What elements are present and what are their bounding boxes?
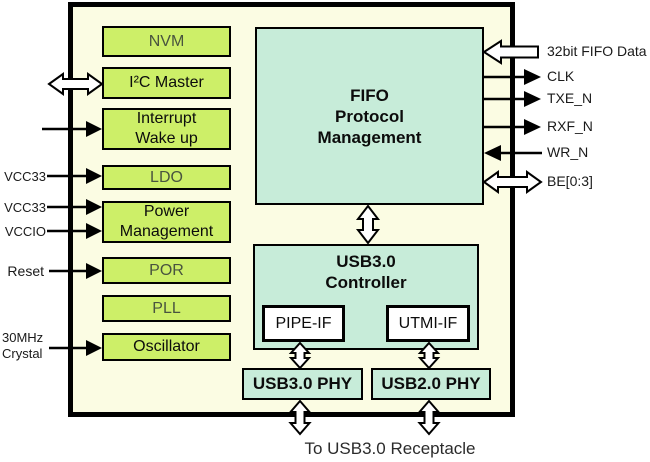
usb2phy-receptacle-arrow-icon [417, 399, 441, 436]
block-i2c-master: I²C Master [102, 67, 231, 99]
pin-label-crystal: 30MHz Crystal [2, 330, 44, 361]
txe-output-arrow-icon [484, 91, 541, 107]
block-pll: PLL [102, 295, 231, 322]
i2c-bidirectional-arrow-icon [47, 72, 104, 96]
pin-label-be: BE[0:3] [547, 173, 593, 189]
block-interrupt-wakeup: Interrupt Wake up [102, 108, 231, 150]
pin-label-rxf-n: RXF_N [547, 118, 593, 134]
clk-output-arrow-icon [484, 69, 541, 85]
block-por: POR [102, 257, 231, 284]
block-usb3-phy: USB3.0 PHY [242, 368, 363, 400]
reset-arrow-icon [49, 263, 102, 279]
interrupt-input-arrow-icon [42, 121, 102, 137]
pipe-usb3phy-arrow-icon [288, 341, 312, 370]
pin-label-txe-n: TXE_N [547, 90, 593, 106]
pin-label-wr-n: WR_N [547, 144, 589, 160]
fifo-data-arrow-icon [482, 39, 539, 65]
be-bidirectional-arrow-icon [482, 170, 543, 194]
block-pipe-if: PIPE-IF [262, 305, 345, 342]
vcc33-ldo-arrow-icon [47, 168, 102, 184]
pin-label-vcc33-ldo: VCC33 [4, 169, 46, 184]
vccio-arrow-icon [47, 223, 102, 239]
fifo-controller-arrow-icon [355, 204, 381, 245]
vcc33-pm-arrow-icon [47, 199, 102, 215]
pin-label-reset: Reset [7, 263, 44, 279]
pin-label-clk: CLK [547, 68, 575, 84]
usb3phy-receptacle-arrow-icon [288, 399, 312, 436]
block-nvm: NVM [102, 26, 231, 57]
block-power-management: Power Management [102, 201, 231, 243]
pin-label-vcc33-pm: VCC33 [4, 200, 46, 215]
crystal-arrow-icon [49, 340, 102, 356]
utmi-usb2phy-arrow-icon [417, 341, 441, 370]
pin-label-vccio: VCCIO [4, 224, 46, 239]
block-fifo-protocol-management: FIFO Protocol Management [255, 27, 484, 205]
wr-input-arrow-icon [484, 145, 542, 161]
block-usb2-phy: USB2.0 PHY [371, 368, 491, 400]
receptacle-label: To USB3.0 Receptacle [304, 439, 476, 458]
rxf-output-arrow-icon [484, 119, 541, 135]
block-oscillator: Oscillator [102, 333, 231, 361]
block-utmi-if: UTMI-IF [386, 305, 470, 342]
pin-label-fifo-data: 32bit FIFO Data [547, 43, 647, 59]
block-ldo: LDO [102, 165, 231, 190]
